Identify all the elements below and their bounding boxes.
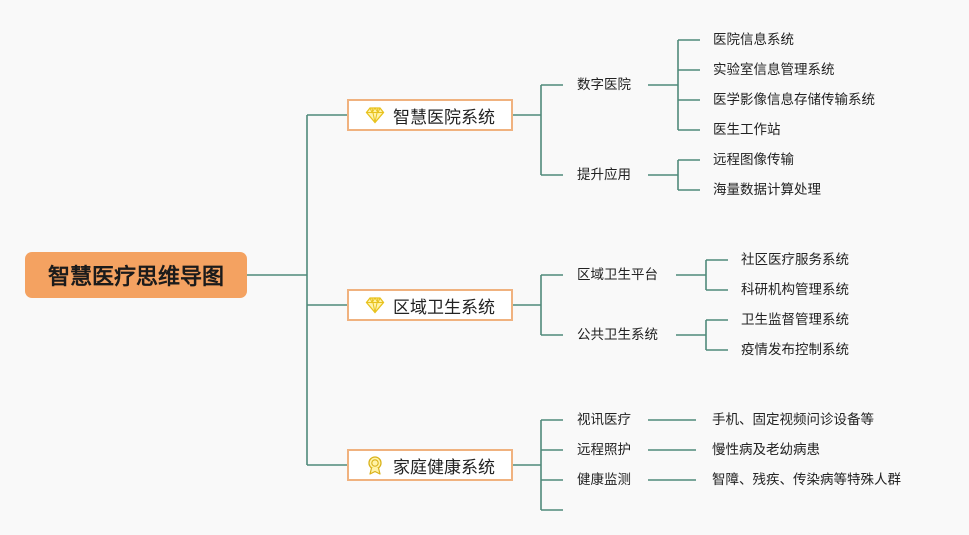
- branch-node-smart-hospital[interactable]: 智慧医院系统: [347, 99, 513, 131]
- diamond-icon: [365, 297, 385, 314]
- subnode-health-monitoring[interactable]: 健康监测: [577, 472, 631, 488]
- subnode-regional-platform[interactable]: 区域卫生平台: [577, 267, 658, 283]
- branch-node-regional-health[interactable]: 区域卫生系统: [347, 289, 513, 321]
- leaf-node[interactable]: 社区医疗服务系统: [741, 252, 849, 268]
- leaf-node[interactable]: 科研机构管理系统: [741, 282, 849, 298]
- leaf-node[interactable]: 疫情发布控制系统: [741, 342, 849, 358]
- leaf-node[interactable]: 医生工作站: [713, 122, 781, 138]
- branch-label: 区域卫生系统: [393, 297, 495, 318]
- subnode-upgraded-apps[interactable]: 提升应用: [577, 167, 631, 183]
- subnode-video-medical[interactable]: 视讯医疗: [577, 412, 631, 428]
- subnode-remote-care[interactable]: 远程照护: [577, 442, 631, 458]
- root-title: 智慧医疗思维导图: [47, 265, 224, 290]
- branch-label: 家庭健康系统: [393, 457, 495, 478]
- leaf-node[interactable]: 远程图像传输: [713, 152, 794, 168]
- award-medal-icon: [368, 456, 382, 475]
- leaf-node[interactable]: 实验室信息管理系统: [713, 62, 835, 78]
- branch-node-home-health[interactable]: 家庭健康系统: [347, 449, 513, 481]
- leaf-node[interactable]: 医院信息系统: [713, 32, 794, 48]
- subnode-public-health[interactable]: 公共卫生系统: [577, 327, 658, 343]
- branch-label: 智慧医院系统: [393, 107, 495, 128]
- subnode-digital-hospital[interactable]: 数字医院: [577, 77, 631, 93]
- leaf-node[interactable]: 医学影像信息存储传输系统: [713, 92, 875, 108]
- leaf-node[interactable]: 手机、固定视频问诊设备等: [712, 412, 874, 428]
- leaf-node[interactable]: 智障、残疾、传染病等特殊人群: [712, 472, 901, 488]
- leaf-node[interactable]: 慢性病及老幼病患: [712, 442, 820, 458]
- root-node[interactable]: 智慧医疗思维导图: [25, 252, 247, 298]
- leaf-node[interactable]: 卫生监督管理系统: [741, 312, 849, 328]
- leaf-node[interactable]: 海量数据计算处理: [713, 182, 821, 198]
- diamond-icon: [365, 107, 385, 124]
